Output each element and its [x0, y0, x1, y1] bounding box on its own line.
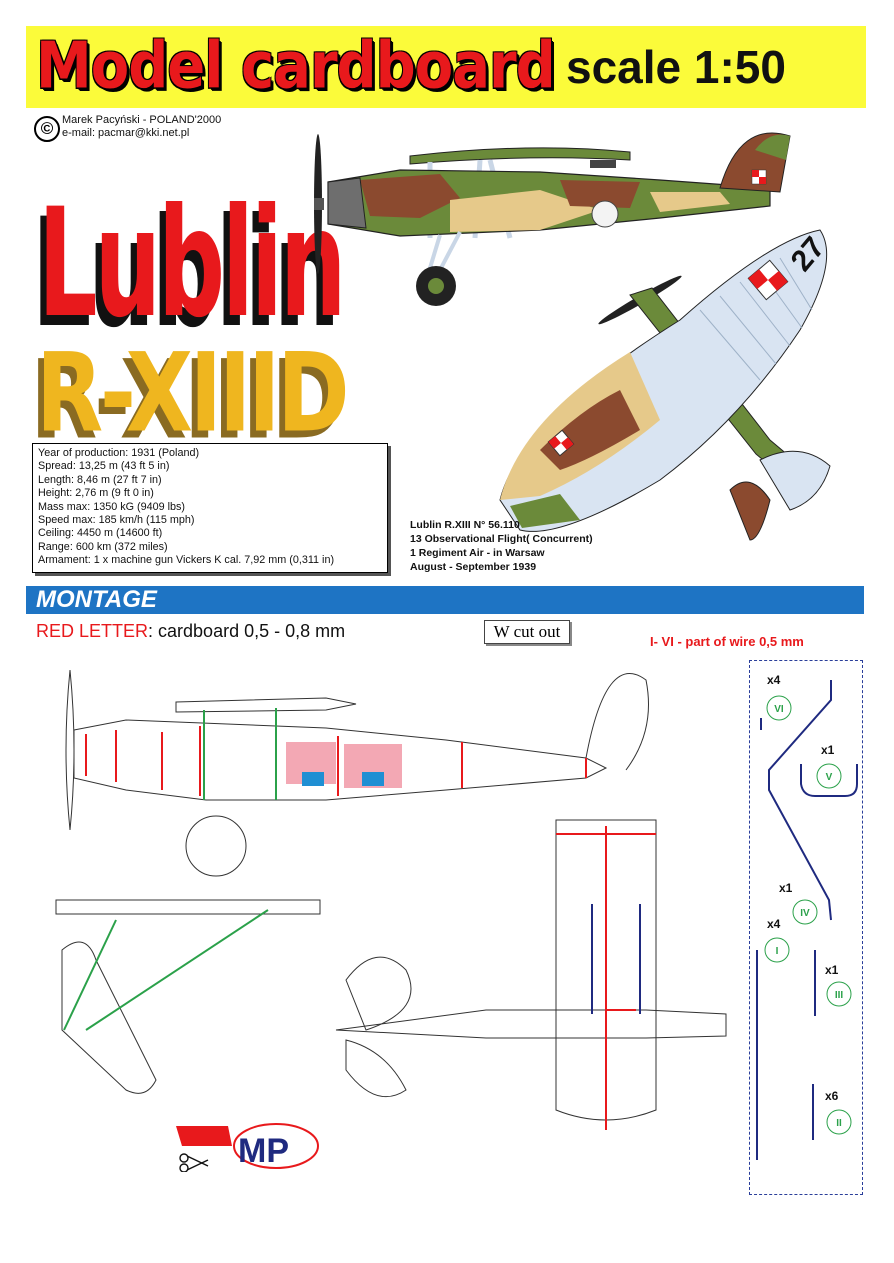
camo-patch: [650, 192, 730, 212]
polish-checker-icon: [547, 429, 575, 457]
strut-panel-outline: [61, 941, 157, 1094]
upper-wing-side: [409, 147, 631, 165]
camo-patch: [729, 481, 771, 541]
assembly-diagram: [55, 669, 727, 1130]
camo-patch: [450, 190, 600, 232]
montage-bar: [26, 586, 864, 614]
spec-line: Mass max: 1350 kG (9409 lbs): [38, 500, 186, 513]
wire-count: x4: [767, 917, 781, 931]
squadron-emblem-icon: [591, 200, 619, 228]
wire-roman: VI: [774, 704, 784, 715]
wire-roman: III: [835, 990, 844, 1001]
aircraft-name: Lublin: [38, 177, 346, 352]
email-line: e-mail: pacmar@kki.net.pl: [62, 127, 190, 139]
propeller-outline: [65, 669, 75, 831]
camo-patch: [560, 180, 640, 208]
wire-count: x1: [825, 963, 839, 977]
blue-struts: [591, 904, 641, 1014]
panel-fill: [302, 772, 324, 786]
engine-cowling: [327, 177, 367, 229]
red-letter-label: RED LETTER: [36, 621, 149, 641]
aircraft-caption: Lublin R.XIII N° 56.110 13 Observational…: [410, 518, 593, 574]
panel-fill: [362, 772, 384, 786]
logo-wing: [176, 1126, 232, 1146]
wire-parts-panel: [749, 660, 863, 1195]
caption-line: 13 Observational Flight( Concurrent): [410, 533, 593, 545]
title-banner: [26, 26, 866, 108]
wire-roman: II: [836, 1118, 842, 1129]
wing-ribs: [699, 257, 813, 381]
fuselage-bottom-outline: [335, 1009, 727, 1039]
aircraft-top-view: 27: [499, 229, 831, 541]
section-lines: [85, 726, 656, 1130]
panel-outline: [555, 819, 657, 1121]
elevator-outline: [345, 956, 412, 1031]
wire-labels: x4 VI x1 V x1 IV x4 I x1 III x6 II: [764, 673, 852, 1135]
wire-shapes: [756, 680, 858, 1160]
cut-out-note: W cut out: [484, 620, 570, 644]
camo-patch: [510, 494, 580, 528]
spec-line: Armament: 1 x machine gun Vickers K cal.…: [38, 554, 335, 567]
red-letter-text: : cardboard 0,5 - 0,8 mm: [148, 621, 346, 641]
camo-patch: [360, 174, 460, 218]
wire-roman: V: [826, 772, 833, 783]
specifications-box: Year of production: 1931 (Poland) Spread…: [32, 443, 388, 573]
fuselage-outline: [73, 719, 608, 801]
wire-note: I- VI - part of wire 0,5 mm: [650, 634, 804, 649]
caption-line: 1 Regiment Air - in Warsaw: [410, 547, 545, 559]
wire-count: x1: [779, 881, 793, 895]
spec-line: Spread: 13,25 m (43 ft 5 in): [38, 460, 170, 473]
upper-wing-outline: [175, 697, 357, 713]
main-title: Model cardboard: [36, 29, 556, 104]
spec-line: Length: 8,46 m (27 ft 7 in): [38, 473, 162, 486]
aircraft-model: R-XIIID: [36, 328, 350, 457]
wire-count: x6: [825, 1089, 839, 1103]
montage-title: MONTAGE: [36, 586, 157, 613]
copyright-icon: ©: [34, 116, 60, 142]
machine-gun-icon: [590, 160, 616, 168]
caption-line: August - September 1939: [410, 561, 537, 573]
tail-outline: [585, 673, 649, 771]
mp-logo: MP: [176, 1123, 319, 1172]
scale-label: scale 1:50: [566, 41, 786, 93]
logo-ellipse: [233, 1123, 319, 1169]
author-line: Marek Pacyński - POLAND'2000: [62, 114, 222, 126]
wire-parts-diagram: x4 VI x1 V x1 IV x4 I x1 III x6 II: [756, 673, 858, 1160]
scissors-icon: [179, 1153, 209, 1172]
wheel-outline: [185, 815, 247, 877]
wing-strip-outline: [55, 899, 321, 915]
wire-roman: IV: [800, 908, 810, 919]
spec-line: Speed max: 185 km/h (115 mph): [38, 514, 195, 527]
propeller-side-icon: [314, 134, 324, 274]
camo-patch: [755, 134, 790, 160]
author-info: Marek Pacyński - POLAND'2000 e-mail: pac…: [62, 114, 221, 140]
aircraft-illustration: 27: [314, 132, 831, 541]
polish-checker-icon: [747, 259, 789, 301]
red-letter-note: RED LETTER: cardboard 0,5 - 0,8 mm: [36, 621, 345, 642]
green-struts: [63, 708, 277, 1031]
spec-line: Range: 600 km (372 miles): [38, 540, 168, 553]
tail-plane-top: [759, 450, 831, 511]
wire-count: x1: [821, 743, 835, 757]
spec-line: Year of production: 1931 (Poland): [38, 447, 200, 459]
landing-gear: [416, 231, 462, 306]
spec-line: Ceiling: 4450 m (14600 ft): [38, 527, 163, 540]
polish-checker-icon: [751, 169, 767, 185]
spec-line: Height: 2,76 m (9 ft 0 in): [38, 487, 154, 500]
caption-line: Lublin R.XIII N° 56.110: [410, 519, 520, 531]
wire-roman: I: [776, 946, 779, 957]
elevator-outline: [345, 1039, 407, 1098]
logo-text: MP: [238, 1132, 289, 1170]
wire-count: x4: [767, 673, 781, 687]
